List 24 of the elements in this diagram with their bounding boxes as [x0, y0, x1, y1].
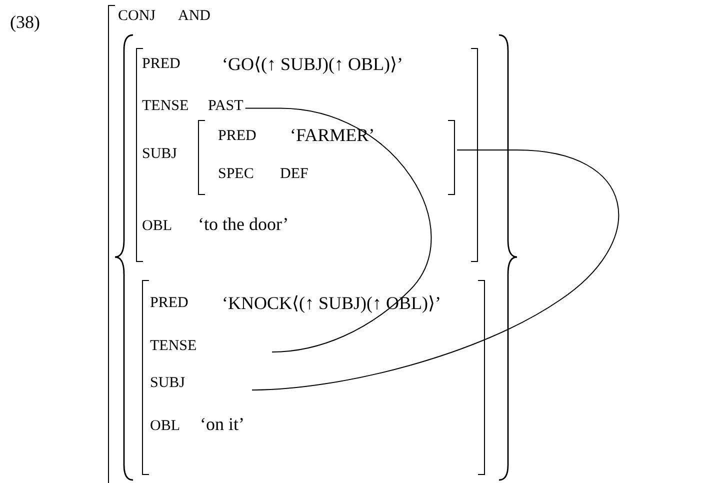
attribute-label: CONJ	[118, 8, 156, 25]
structure-sharing-line	[252, 150, 620, 390]
feature-value: SUBJ	[142, 146, 178, 163]
attribute-label: OBL	[142, 218, 172, 235]
attribute-value-matrix	[136, 48, 478, 262]
feature-value: ‘GO⟨(↑ SUBJ)(↑ OBL)⟩’	[222, 53, 403, 75]
attribute-label: PRED	[150, 295, 188, 312]
feature-value: ‘on it’	[200, 414, 244, 435]
structure-sharing-line	[244, 108, 432, 352]
feature-value: ‘FARMER’	[290, 125, 375, 146]
feature-value: ‘to the door’	[198, 214, 289, 235]
attribute-label: AND	[178, 8, 210, 25]
attribute-label: PRED	[218, 128, 256, 145]
feature-value: SUBJ	[150, 375, 186, 392]
attribute-label: PRED	[142, 56, 180, 73]
attribute-label: OBL	[150, 418, 180, 435]
feature-value: DEF	[280, 166, 308, 183]
example-number: (38)	[10, 12, 40, 33]
attribute-label: SPEC	[218, 166, 254, 183]
attribute-value-matrix	[142, 280, 485, 475]
attribute-label: TENSE	[150, 338, 197, 355]
feature-value: PAST	[208, 98, 244, 115]
attribute-label: TENSE	[142, 98, 189, 115]
attribute-value-matrix	[198, 120, 455, 195]
